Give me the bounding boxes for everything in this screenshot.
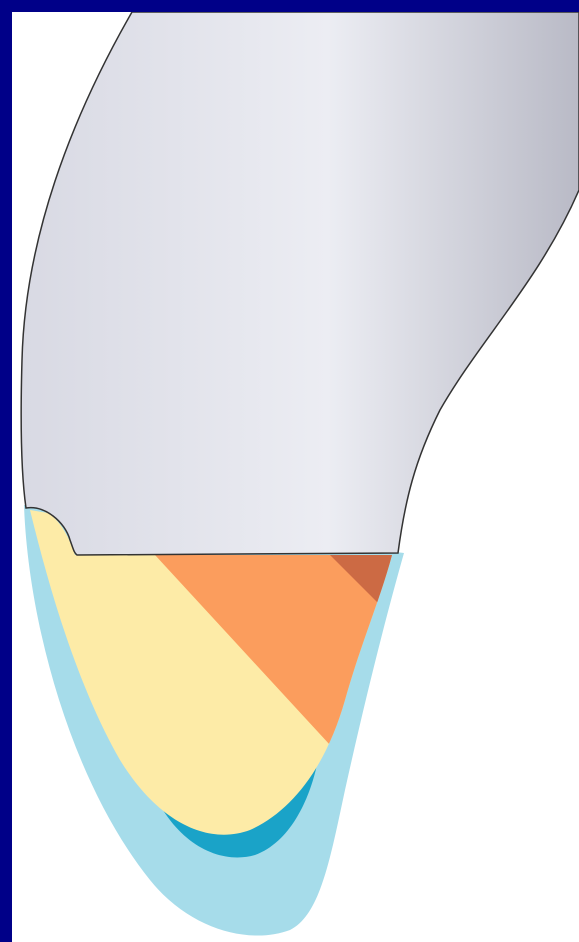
crown-shell: [21, 12, 579, 555]
diagram-canvas: [12, 12, 579, 942]
tooth-diagram-svg: [12, 12, 579, 942]
